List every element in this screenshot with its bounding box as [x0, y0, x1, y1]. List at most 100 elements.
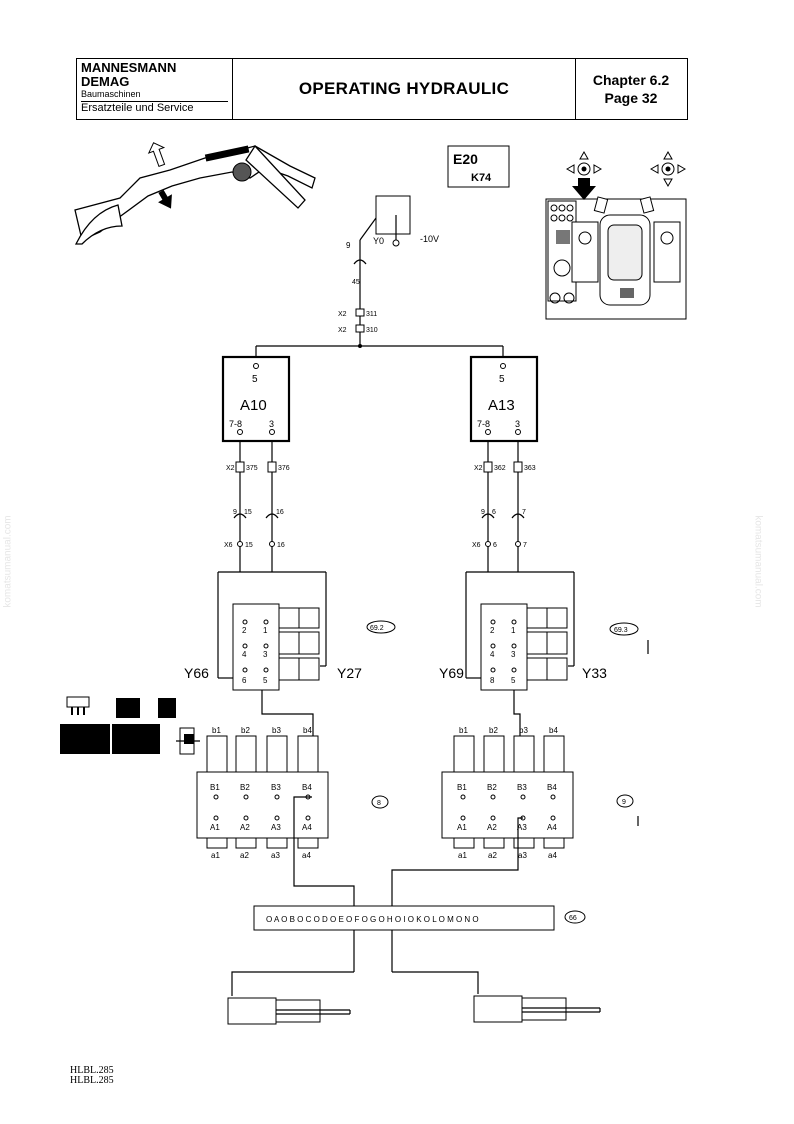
- doc-ref-line2: HLBL.285: [70, 1075, 114, 1086]
- excavator-arm-illustration: [74, 142, 316, 245]
- blk2-upper-2: B3: [517, 783, 527, 792]
- blk1-lower-1: A2: [240, 823, 250, 832]
- chapter-label: Chapter 6.2: [592, 72, 670, 88]
- blk1-bottom-1: a2: [240, 851, 249, 860]
- a13-pin-right: 3: [515, 419, 520, 429]
- solenoid-valve-1: 2 1 4 3 6 5 Y66 Y27 69.2: [184, 603, 396, 738]
- a13-pin-left: 7-8: [477, 419, 490, 429]
- v2-pin-0: 2: [490, 626, 495, 635]
- blk1-lower-0: A1: [210, 823, 220, 832]
- v1-ref: 69.2: [370, 625, 384, 632]
- v2-pin-2: 4: [490, 650, 495, 659]
- a10-pin-left: 7-8: [229, 419, 242, 429]
- v1-pin-4: 6: [242, 676, 247, 685]
- blk2-lower-3: A4: [547, 823, 557, 832]
- a10-x6-right: 16: [277, 542, 285, 549]
- pressure-sensor: Y0 -10V 9 45 X2 311 X2 310: [255, 195, 504, 362]
- blk1-top-0: b1: [212, 726, 221, 735]
- a13-x6: X6: [472, 542, 481, 549]
- title-block: OPERATING HYDRAULIC: [233, 59, 576, 119]
- a13-x6-left: 6: [493, 542, 497, 549]
- blk2-bottom-2: a3: [518, 851, 527, 860]
- blk1-lower-2: A3: [271, 823, 281, 832]
- v1-right-label: Y27: [337, 665, 362, 681]
- blk2-ref: 9: [622, 799, 626, 806]
- v1-pin-3: 3: [263, 650, 268, 659]
- blk1-upper-1: B2: [240, 783, 250, 792]
- blk1-upper-3: B4: [302, 783, 312, 792]
- a10-x6: X6: [224, 542, 233, 549]
- distribution-manifold: O A O B O C O D O E O F O G O H O I O K …: [253, 905, 586, 931]
- company-block: MANNESMANN DEMAG Baumaschinen Ersatzteil…: [77, 59, 233, 119]
- a10-w-right: 16: [276, 509, 284, 516]
- a10-name: A10: [240, 397, 267, 414]
- blk2-upper-1: B2: [487, 783, 497, 792]
- blk1-top-3: b4: [303, 726, 312, 735]
- a13-x2-right-num: 363: [524, 465, 536, 472]
- a10-w-left-pin: 9: [233, 509, 237, 516]
- sensor-pin: 9: [346, 241, 351, 250]
- blk2-top-2: b3: [519, 726, 528, 735]
- company-division: Baumaschinen: [81, 89, 141, 99]
- blk1-top-1: b2: [241, 726, 250, 735]
- control-block-1: b1 b2 b3 b4 B1 B2 B3 B4 A1 A2 A3 A4 a: [196, 726, 389, 972]
- v2-ref: 69.3: [614, 627, 628, 634]
- solenoid-valve-2: 2 1 4 3 8 5 Y69 Y33 69.3: [439, 603, 649, 738]
- blk1-lower-3: A4: [302, 823, 312, 832]
- blk2-top-1: b2: [489, 726, 498, 735]
- page-number: Page 32: [604, 90, 658, 106]
- v1-pin-1: 1: [263, 626, 268, 635]
- company-department: Ersatzteile und Service: [81, 101, 228, 115]
- a13-name: A13: [488, 397, 515, 414]
- v2-pin-1: 1: [511, 626, 516, 635]
- connector-legend: [60, 696, 200, 755]
- sensor-voltage: -10V: [420, 234, 439, 244]
- blk1-bottom-2: a3: [271, 851, 280, 860]
- control-block-2: b1 b2 b3 b4 B1 B2 B3 B4 A1 A2 A3 A4 a: [391, 726, 639, 972]
- v1-pin-2: 4: [242, 650, 247, 659]
- manifold-ref: 66: [569, 915, 577, 922]
- doc-ref-line1: HLBL.285: [70, 1065, 114, 1076]
- a10-pin-right: 3: [269, 419, 274, 429]
- a10-w-left: 15: [244, 509, 252, 516]
- v2-right-label: Y33: [582, 665, 607, 681]
- v2-pin-5: 5: [511, 676, 516, 685]
- sensor-wire: 45: [352, 279, 360, 286]
- blk2-upper-0: B1: [457, 783, 467, 792]
- blk1-upper-2: B3: [271, 783, 281, 792]
- a10-x2-left: X2: [226, 465, 235, 472]
- blk1-upper-0: B1: [210, 783, 220, 792]
- x2-top-b: X2: [338, 327, 347, 334]
- reference-box: E20 K74: [447, 145, 510, 188]
- v2-pin-3: 3: [511, 650, 516, 659]
- blk1-ref: 8: [377, 800, 381, 807]
- document-reference: HLBL.285 HLBL.285: [70, 1066, 114, 1086]
- blk2-bottom-1: a2: [488, 851, 497, 860]
- v1-left-label: Y66: [184, 665, 209, 681]
- a13-x6-right: 7: [523, 542, 527, 549]
- sensor-y0: Y0: [373, 236, 384, 246]
- blk2-top-3: b4: [549, 726, 558, 735]
- company-name-line1: MANNESMANN: [81, 60, 177, 75]
- blk2-bottom-0: a1: [458, 851, 467, 860]
- a13-w-left: 6: [492, 509, 496, 516]
- blk1-bottom-3: a4: [302, 851, 311, 860]
- blk2-top-0: b1: [459, 726, 468, 735]
- blk2-lower-0: A1: [457, 823, 467, 832]
- chapter-block: Chapter 6.2 Page 32: [576, 59, 686, 119]
- a13-x2-left: X2: [474, 465, 483, 472]
- a10-x6-left: 15: [245, 542, 253, 549]
- a10-x2-left-num: 375: [246, 465, 258, 472]
- hydraulic-cylinders: [227, 971, 601, 1025]
- blk2-upper-3: B4: [547, 783, 557, 792]
- page-header: MANNESMANN DEMAG Baumaschinen Ersatzteil…: [76, 58, 688, 120]
- x2-top-a-num: 311: [366, 311, 377, 318]
- x2-top-b-num: 310: [366, 327, 378, 334]
- module-a10: 5 A10 7-8 3 X2 375 376 9 15 16 X6 15 16: [217, 355, 327, 679]
- a10-pin-top: 5: [252, 374, 258, 385]
- a13-x2-left-num: 362: [494, 465, 506, 472]
- company-name-line2: DEMAG: [81, 74, 130, 89]
- ref-code: E20: [453, 151, 478, 167]
